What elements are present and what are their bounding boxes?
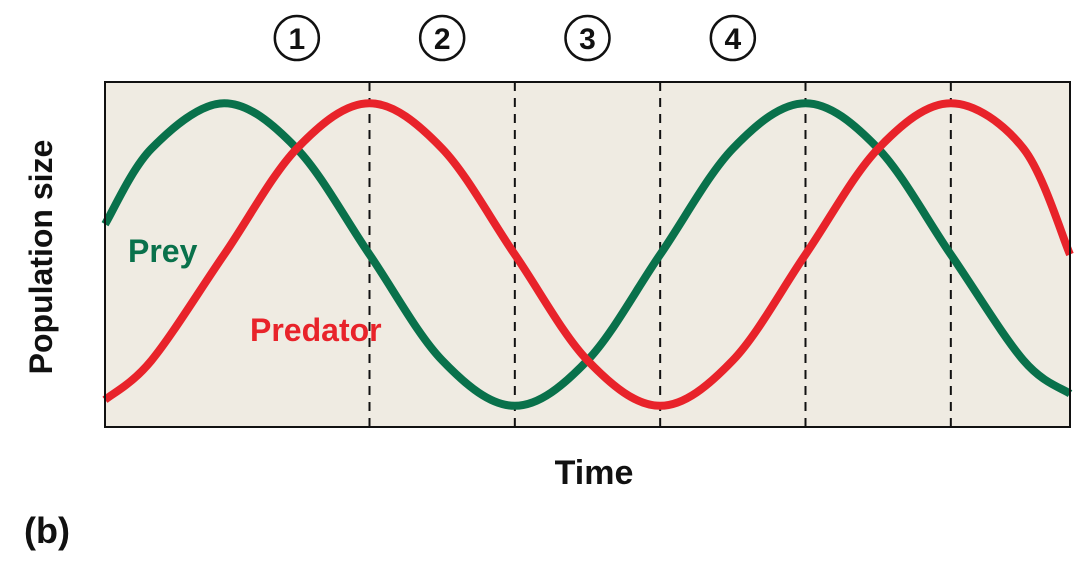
phase-number: 4 <box>724 23 741 56</box>
phase-marker-2: 2 <box>418 14 466 62</box>
series-line-predator <box>102 99 1074 410</box>
y-axis-label: Population size <box>23 140 59 375</box>
phase-number: 1 <box>288 23 305 56</box>
phase-markers: 1 2 3 4 <box>273 14 757 62</box>
phase-marker-4: 4 <box>709 14 757 62</box>
population-curves <box>101 99 1074 410</box>
phase-marker-3: 3 <box>564 14 611 62</box>
series-label-predator: Predator <box>250 312 382 348</box>
plot-frame <box>104 81 1071 428</box>
phase-number: 3 <box>579 23 596 56</box>
phase-marker-1: 1 <box>273 14 321 62</box>
x-axis-label: Time <box>555 454 634 492</box>
plot-background <box>105 82 1070 427</box>
series-label-prey: Prey <box>128 233 198 269</box>
phase-number: 2 <box>434 23 451 56</box>
panel-label: (b) <box>24 510 70 551</box>
